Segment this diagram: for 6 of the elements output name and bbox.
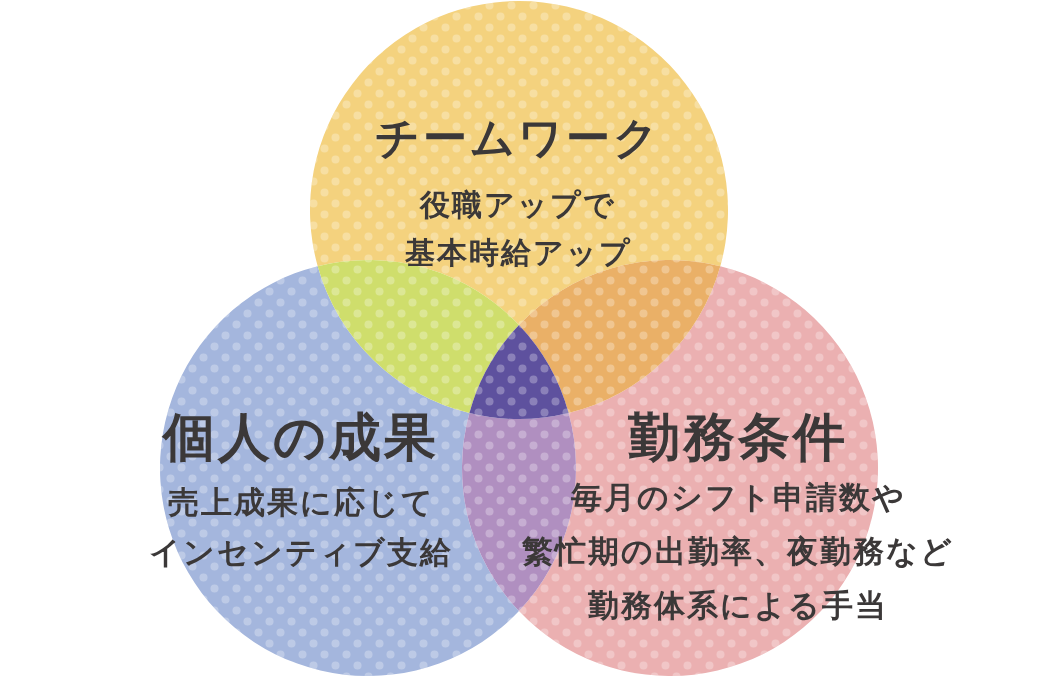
circle-description: 売上成果に応じてインセンティブ支給 [148,483,454,572]
circle-title: チームワーク [375,110,661,164]
circle-description: 毎月のシフト申請数や繁忙期の出勤率、夜勤務など勤務体系による手当 [521,478,955,625]
circle-description: 役職アップで基本時給アップ [404,186,632,272]
circle-title: 勤務条件 [628,405,848,468]
circle-title: 個人の成果 [163,405,439,468]
